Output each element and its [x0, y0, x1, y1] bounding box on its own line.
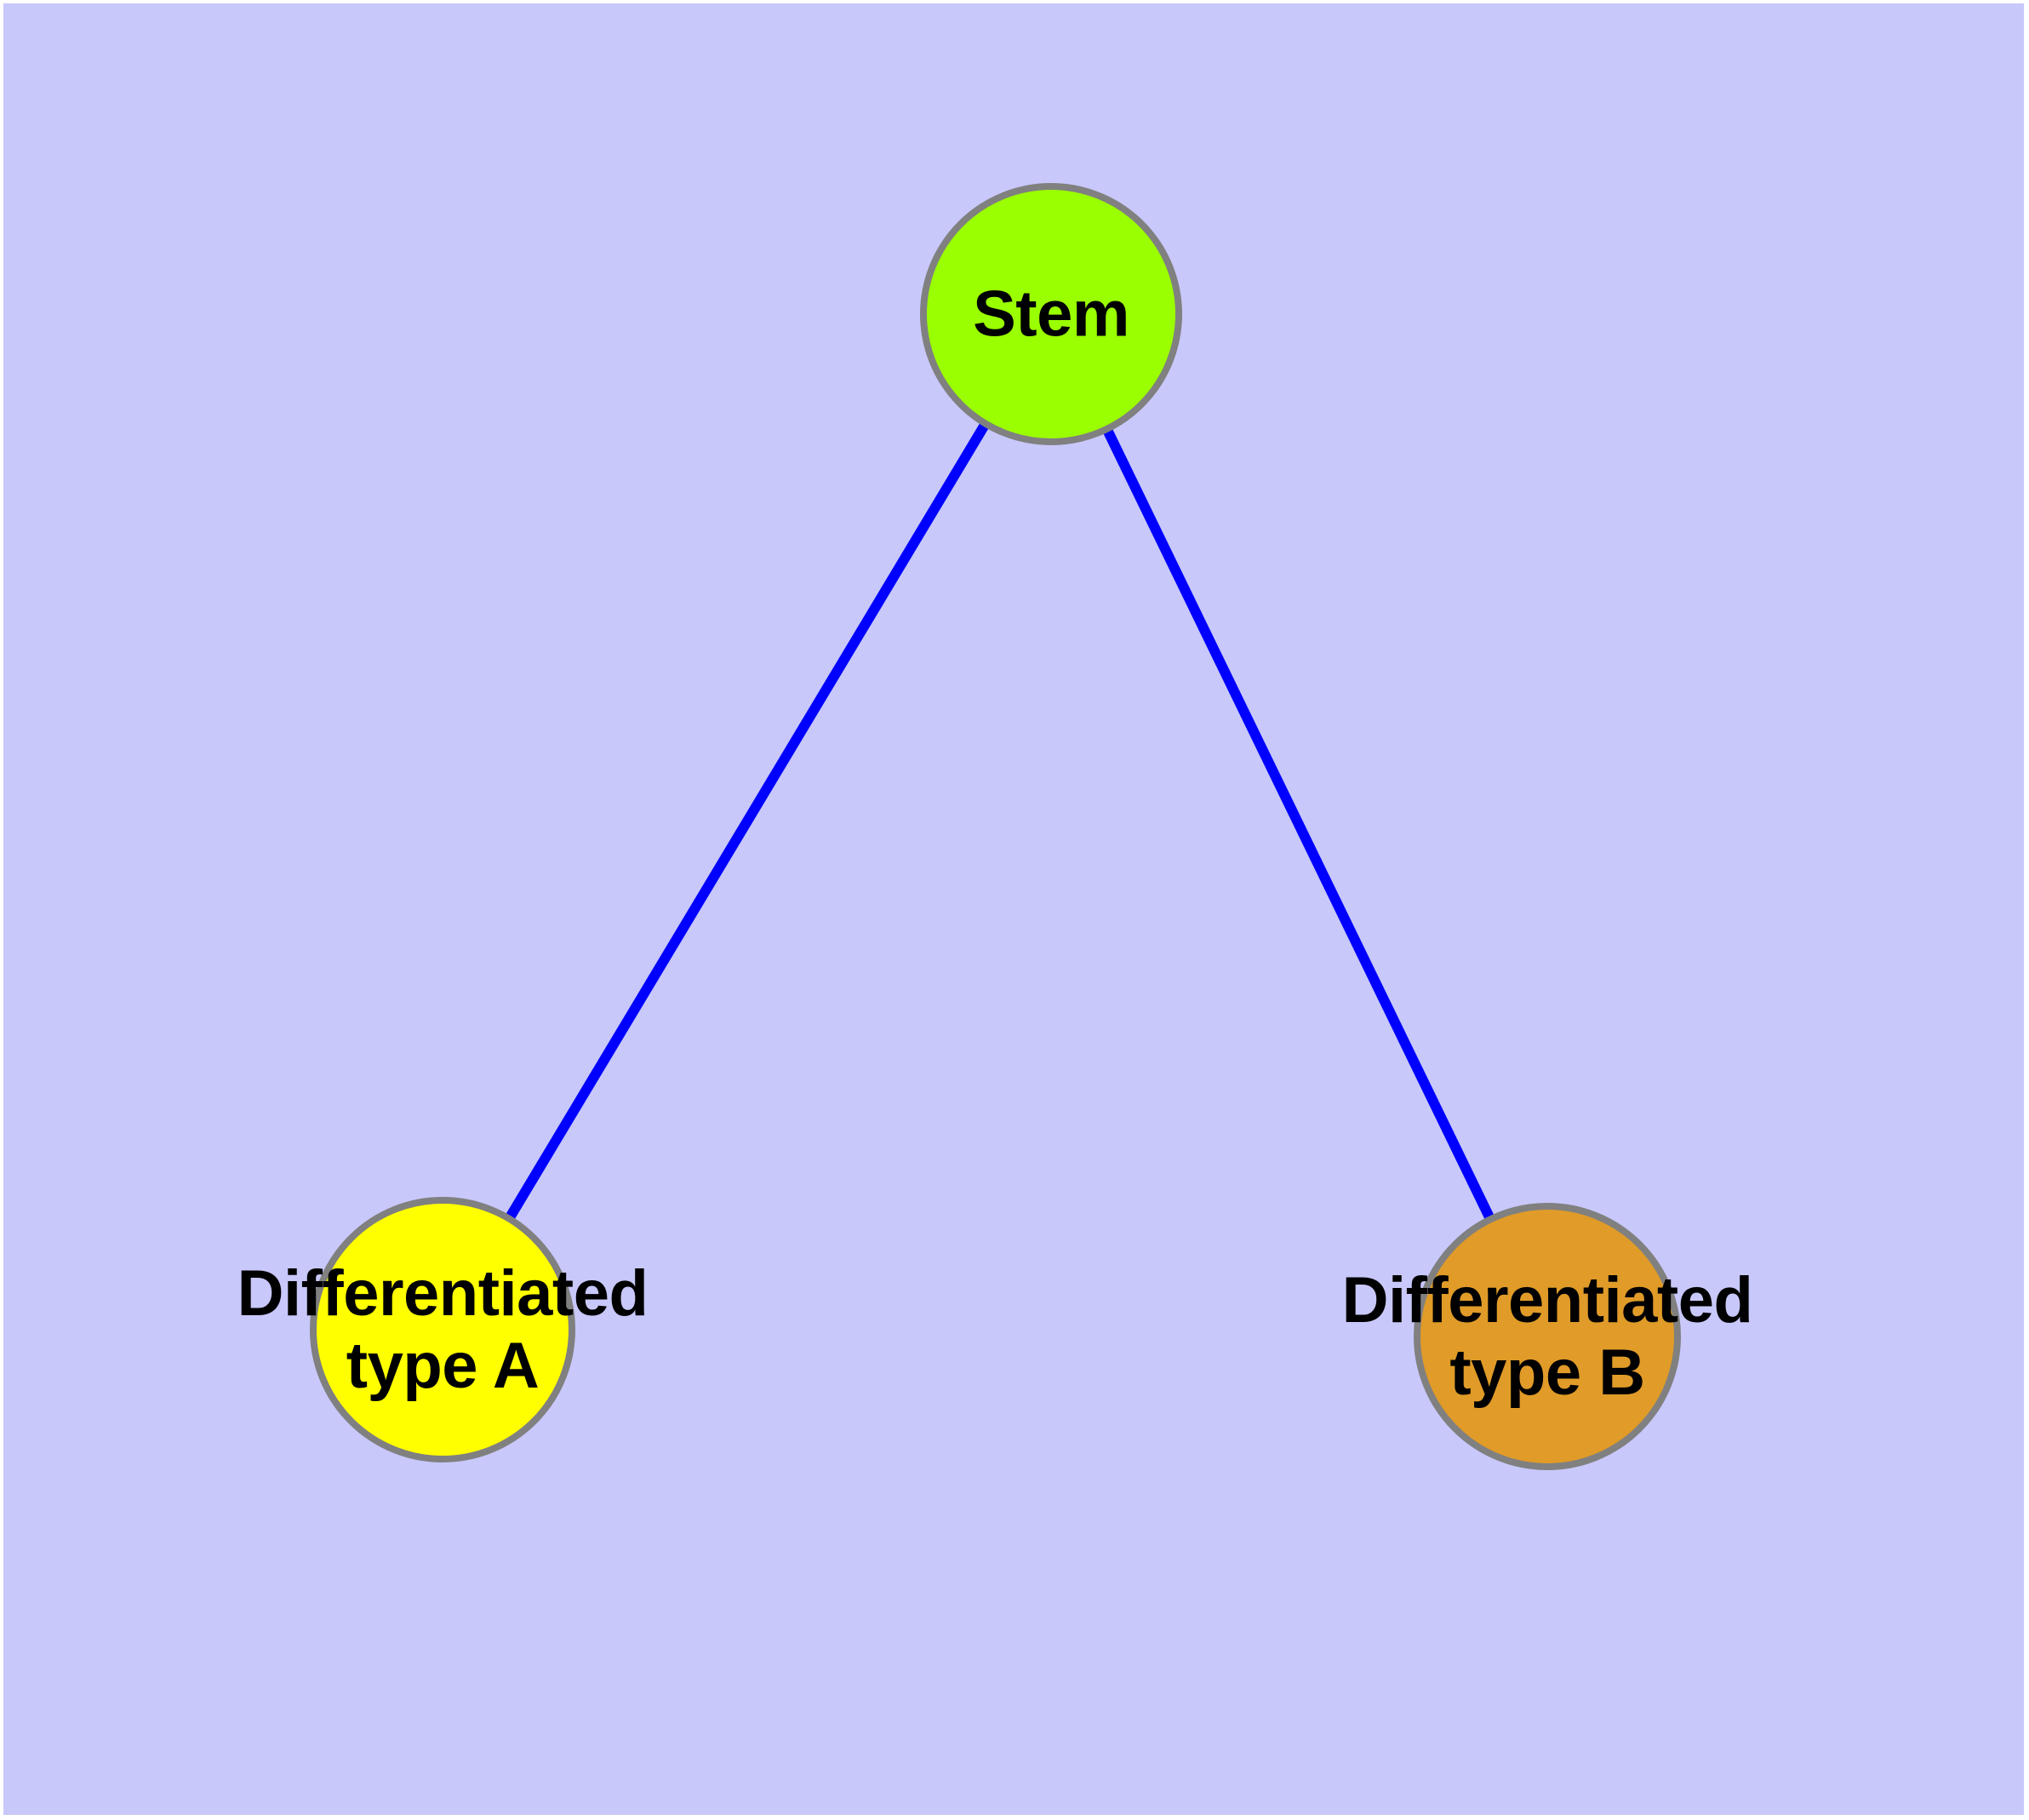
graph-edge	[1046, 312, 1552, 1339]
graph-svg	[310, 183, 1681, 1470]
graph-edge	[437, 311, 1056, 1333]
graph-node-stem[interactable]	[920, 183, 1182, 445]
graph-node-diff_a[interactable]	[310, 1197, 575, 1462]
nodes-group	[310, 183, 1681, 1470]
edges-group	[437, 311, 1552, 1339]
graph-node-diff_b[interactable]	[1414, 1203, 1681, 1470]
